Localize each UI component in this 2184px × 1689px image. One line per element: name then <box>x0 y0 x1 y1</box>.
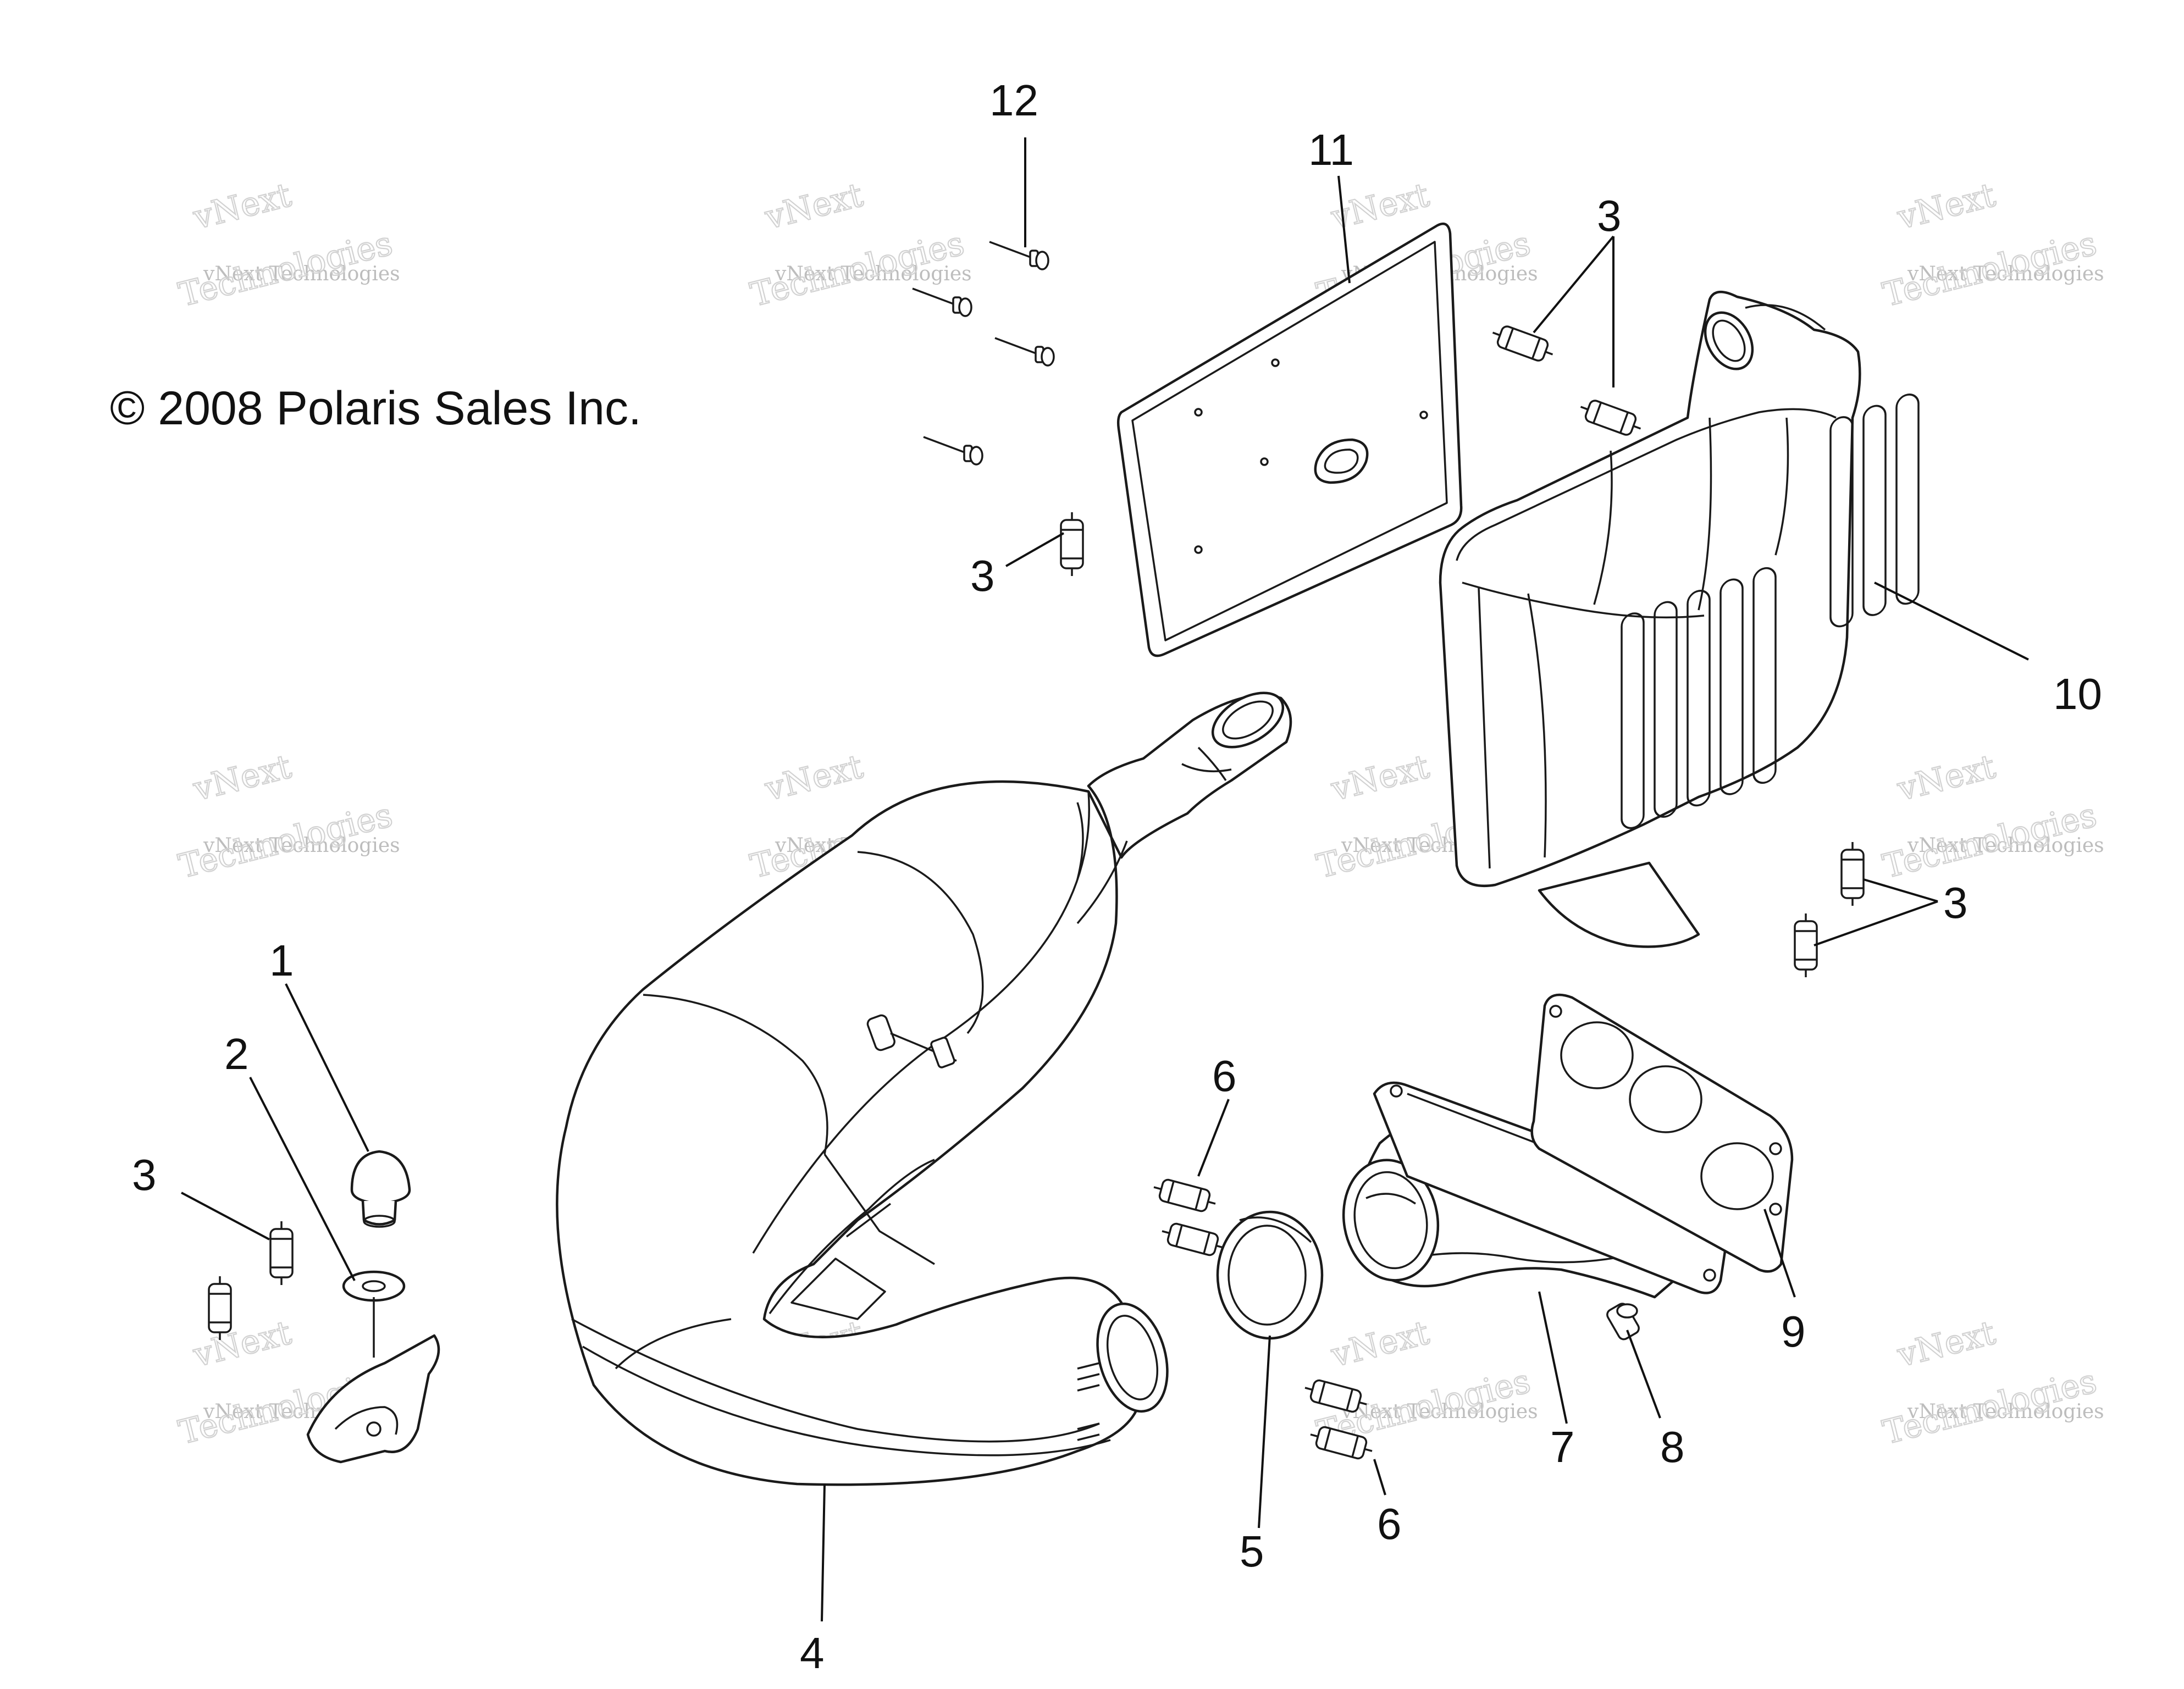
watermark-bottom: Technologies <box>175 796 396 886</box>
watermark-top: vNext <box>1893 176 1999 237</box>
callout-12: 12 <box>989 76 1038 125</box>
watermark-bottom: Technologies <box>175 224 396 314</box>
watermark-small: vNext Technologies <box>203 263 400 285</box>
callout-7: 7 <box>1550 1422 1575 1471</box>
watermark-small: vNext Technologies <box>1907 834 2104 857</box>
part-9-gasket <box>1530 993 1794 1273</box>
callout-1: 1 <box>269 936 294 985</box>
watermark-top: vNext <box>1893 747 1999 809</box>
watermark-top: vNext <box>761 176 866 237</box>
watermark-small: vNext Technologies <box>775 263 972 285</box>
callout-10: 10 <box>2053 669 2102 718</box>
watermark-bottom: Technologies <box>747 224 967 314</box>
callout-6: 6 <box>1212 1051 1237 1100</box>
watermark-top: vNext <box>189 1314 295 1375</box>
callout-4: 4 <box>800 1629 825 1677</box>
callout-5: 5 <box>1240 1527 1264 1576</box>
part-10-muffler <box>1439 290 1920 948</box>
watermark-small: vNext Technologies <box>1907 1400 2104 1423</box>
watermark-bottom: Technologies <box>1879 796 2100 886</box>
part-8-stud <box>1606 1303 1640 1341</box>
callout-6: 6 <box>1377 1499 1402 1548</box>
mount-bracket <box>306 1297 440 1464</box>
watermark-top: vNext <box>1327 747 1433 809</box>
copyright-text: © 2008 Polaris Sales Inc. <box>110 382 642 435</box>
callout-2: 2 <box>224 1029 249 1078</box>
watermark-small: vNext Technologies <box>1341 1400 1538 1423</box>
watermark-small: vNext Technologies <box>203 834 400 857</box>
part-11-plate <box>1116 222 1463 657</box>
part-7-manifold <box>1342 1081 1730 1299</box>
watermark-top: vNext <box>189 176 295 237</box>
watermark-bottom: Technologies <box>1879 224 2100 314</box>
part-4-pipe <box>556 691 1292 1486</box>
watermark-top: vNext <box>1893 1314 1999 1375</box>
callout-11: 11 <box>1308 125 1354 174</box>
callout-3: 3 <box>1943 878 1968 927</box>
leader-lines <box>181 137 2029 1622</box>
callout-labels: 12 11 3 3 10 3 1 2 3 6 7 8 9 5 6 4 <box>132 76 2102 1677</box>
callout-3: 3 <box>1597 191 1622 240</box>
callout-9: 9 <box>1781 1307 1806 1356</box>
part-1-plug <box>350 1150 411 1228</box>
callout-3: 3 <box>132 1150 157 1199</box>
watermark-top: vNext <box>761 747 866 809</box>
callout-8: 8 <box>1660 1422 1685 1471</box>
watermark-small: vNext Technologies <box>1907 263 2104 285</box>
part-5-seal <box>1216 1210 1324 1340</box>
watermark-top: vNext <box>1327 1314 1433 1375</box>
callout-3: 3 <box>970 551 995 600</box>
watermark-top: vNext <box>189 747 295 809</box>
watermark-bottom: Technologies <box>1879 1362 2100 1452</box>
